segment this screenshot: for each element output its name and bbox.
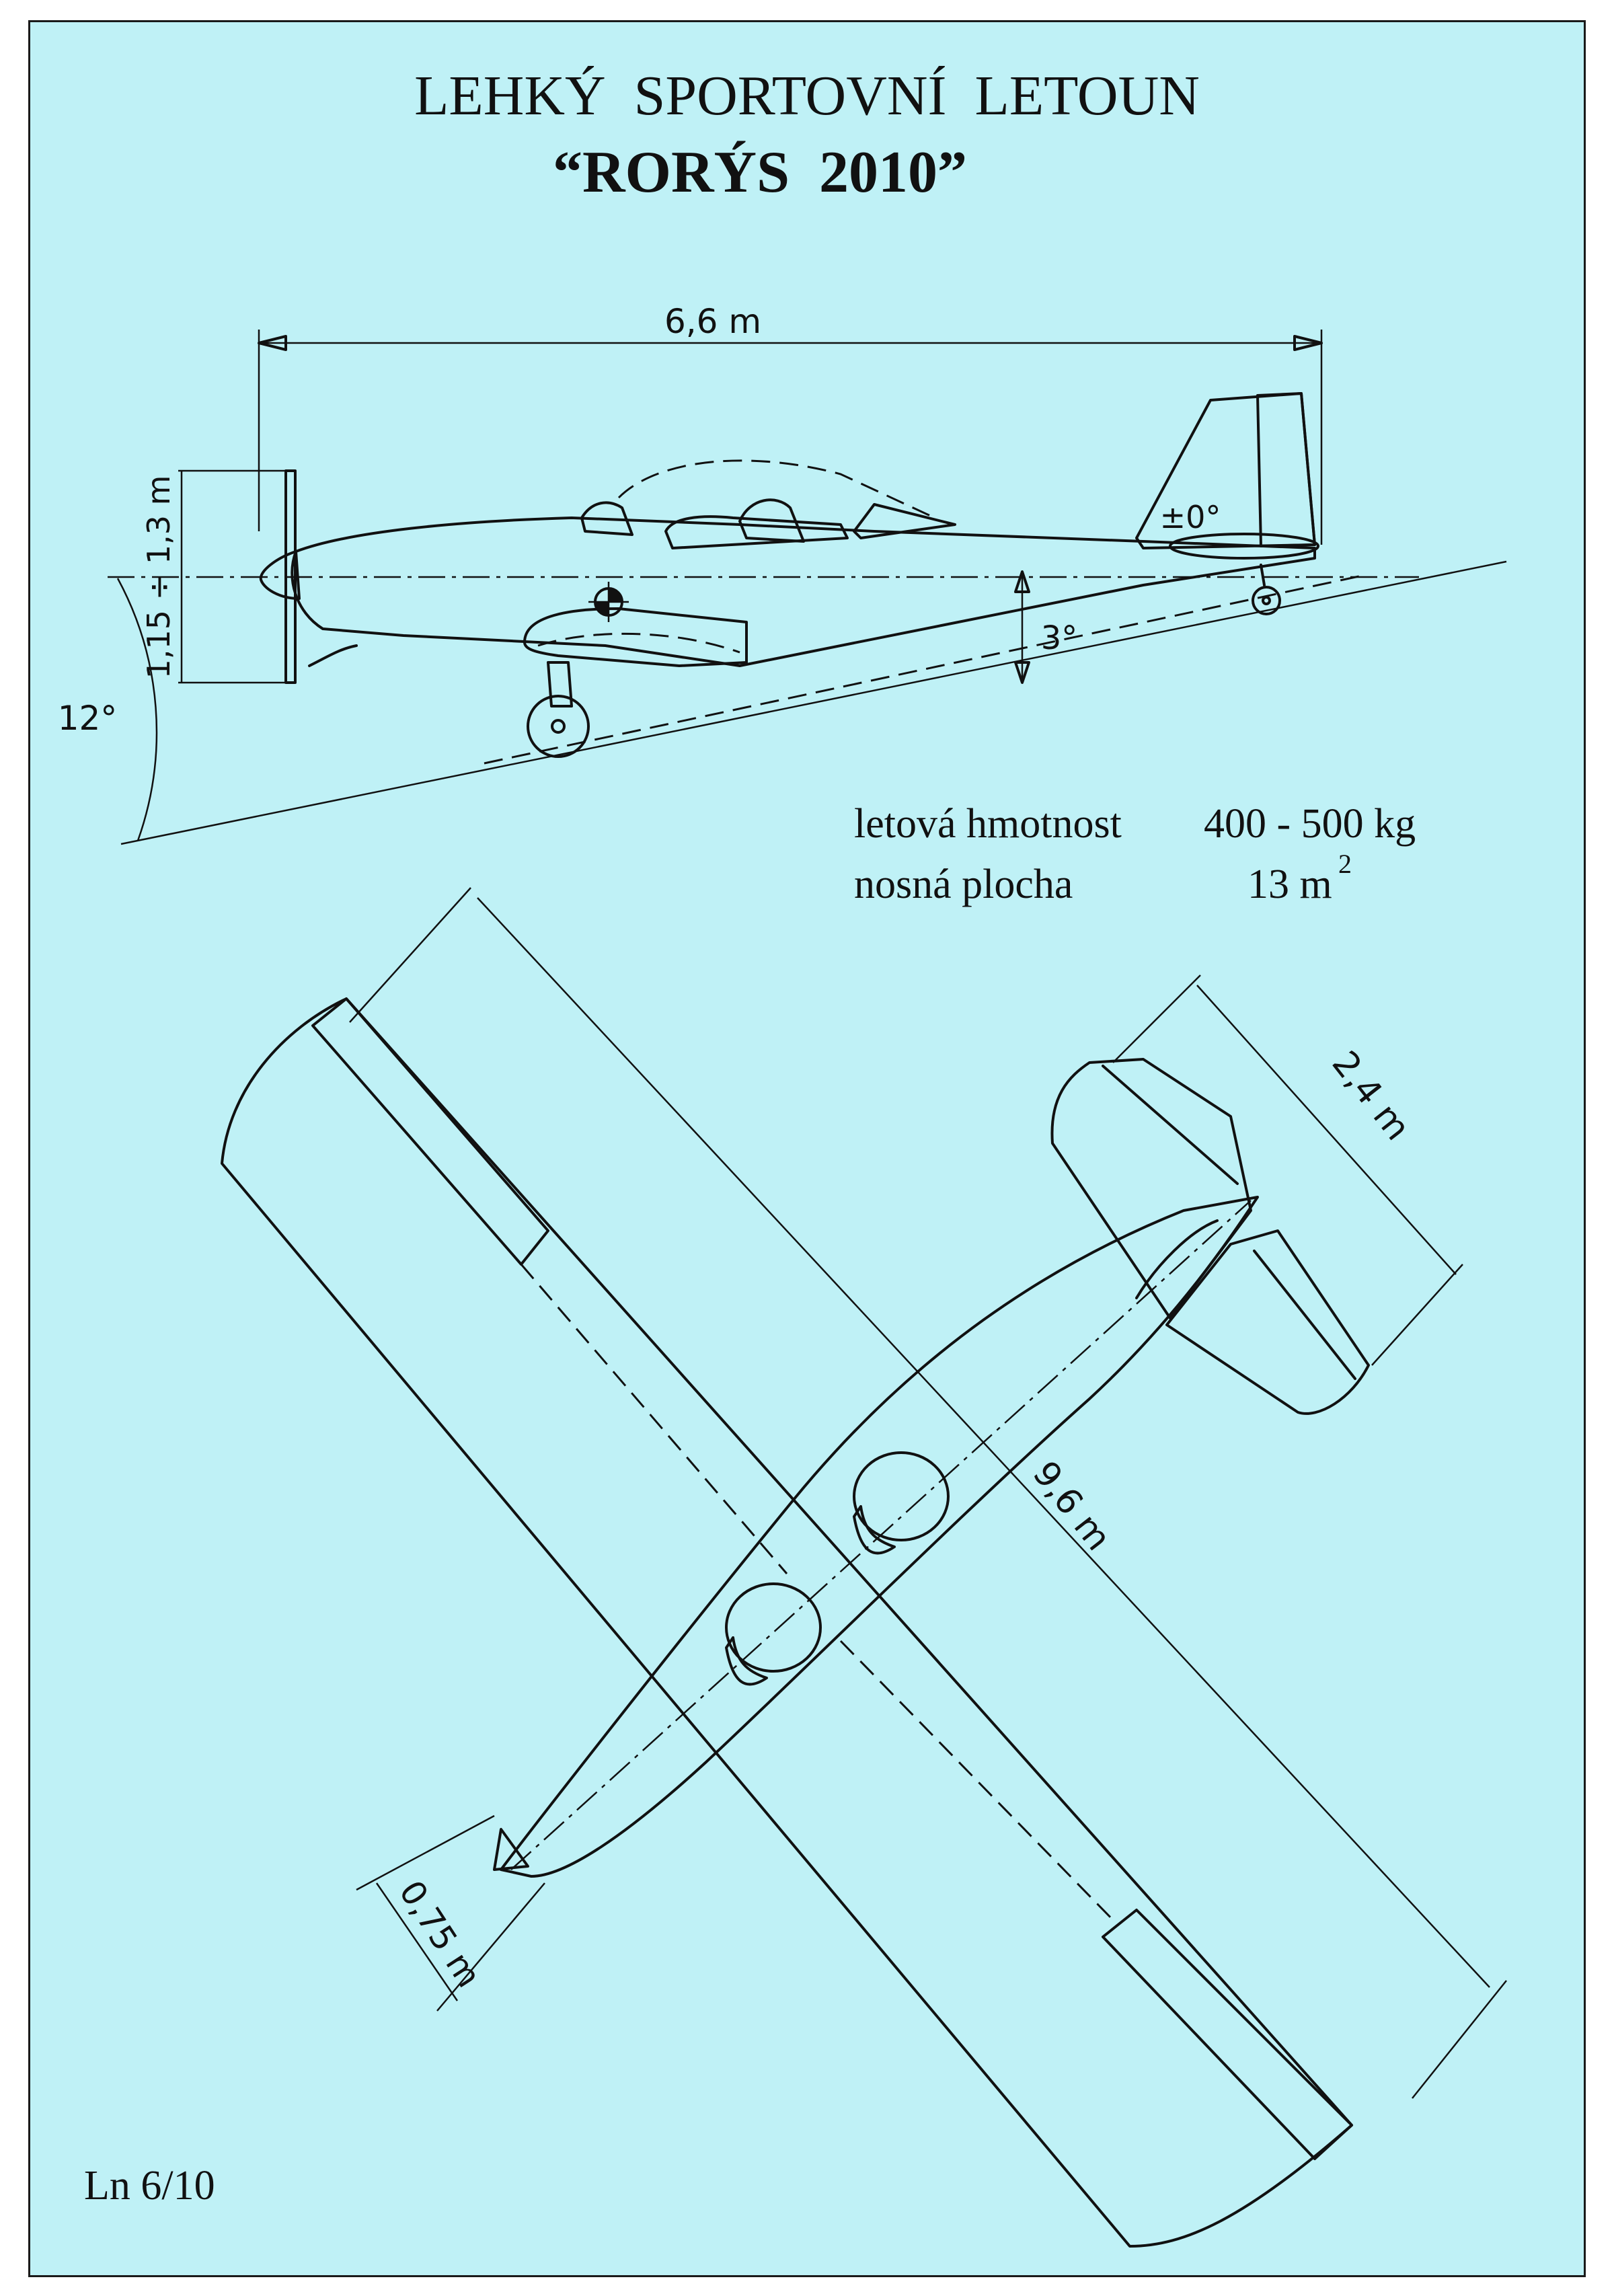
- area-unit-superscript: 2: [1338, 849, 1352, 879]
- tail-wheel: [1252, 586, 1281, 615]
- spinner: [259, 550, 301, 600]
- incidence-label: 3°: [1041, 619, 1078, 657]
- left-aileron: [311, 997, 549, 1266]
- mass-value: 400 - 500 kg: [1204, 801, 1416, 847]
- ground-angle-label: 12°: [58, 699, 118, 738]
- cockpit-rim: [664, 515, 849, 549]
- propeller: [284, 469, 297, 684]
- main-gear-leg: [547, 661, 573, 707]
- fuselage-width-dimension-line: [375, 1882, 459, 2001]
- canopy-rear: [738, 498, 805, 543]
- fuselage-top: [500, 1196, 1259, 1878]
- ground-angle-arc: [116, 578, 158, 841]
- ground-line-three-point: [484, 574, 1366, 765]
- canopy-open-outline: [617, 459, 935, 519]
- wing-top: [221, 997, 1353, 2248]
- area-value: 13 m: [1247, 862, 1332, 907]
- left-horizontal-tail: [1050, 1058, 1252, 1319]
- specifications: letová hmotnost 400 - 500 kg nosná ploch…: [854, 801, 1416, 907]
- right-aileron: [1102, 1909, 1353, 2160]
- front-canopy: [725, 1582, 822, 1673]
- tail-span-label: 2,4 m: [1324, 1044, 1418, 1148]
- horizontal-stabilizer: [1169, 533, 1319, 560]
- drawing-sheet: [28, 20, 1586, 2277]
- turtle-deck: [853, 503, 956, 539]
- top-view: 9,6 m 2,4 m 0,75 m: [221, 887, 1507, 2248]
- tail-wheel-leg: [1260, 564, 1266, 586]
- title-line-1: LEHKÝ SPORTOVNÍ LETOUN: [414, 65, 1200, 127]
- area-label: nosná plocha: [854, 862, 1073, 907]
- drawing-code: Ln 6/10: [84, 2163, 215, 2209]
- rear-canopy: [853, 1451, 950, 1541]
- tail-span-dimension-line: [1196, 985, 1457, 1275]
- spinner-top: [493, 1828, 529, 1871]
- wing-root-side: [523, 607, 748, 667]
- mass-label: letová hmotnost: [854, 801, 1122, 847]
- tail-incidence-label: ±0°: [1160, 499, 1221, 535]
- title-line-2: “RORÝS 2010”: [553, 140, 967, 205]
- canopy-front: [580, 501, 633, 536]
- right-horizontal-tail: [1165, 1229, 1370, 1415]
- side-view: 6,6 m 1,15 ÷ 1,3 m 12° 3° ±0°: [58, 302, 1507, 845]
- length-label: 6,6 m: [664, 302, 761, 341]
- main-wheel: [527, 695, 590, 758]
- wingspan-label: 9,6 m: [1025, 1454, 1119, 1558]
- rudder: [1256, 392, 1316, 547]
